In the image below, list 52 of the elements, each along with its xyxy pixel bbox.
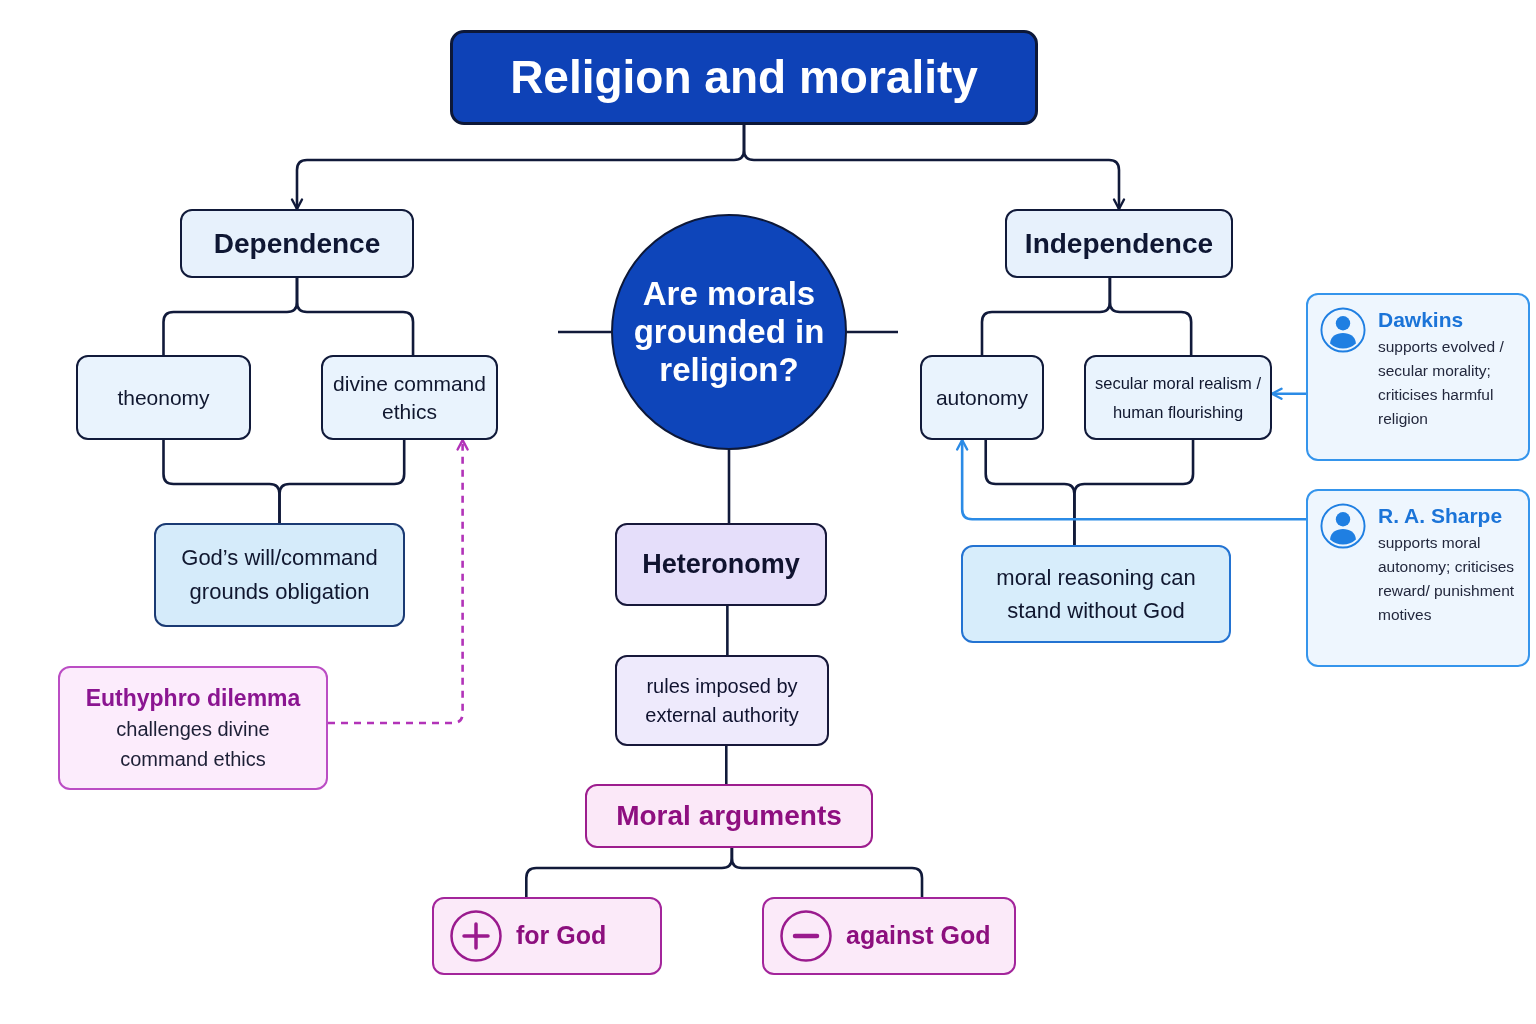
node-label: for God <box>516 920 607 952</box>
concept-box <box>76 355 251 440</box>
category-box <box>585 784 873 848</box>
node-label: Moral arguments <box>616 799 842 833</box>
topic-banner <box>450 30 1038 125</box>
summary-box <box>961 545 1231 643</box>
summary-box <box>154 523 405 627</box>
connector-arrow <box>955 438 1306 521</box>
argument-box <box>432 897 662 975</box>
category-box <box>180 209 414 278</box>
node-label: theonomy <box>117 384 210 411</box>
node-label: autonomy <box>935 384 1029 411</box>
connector-line <box>295 278 415 355</box>
connector-line <box>730 848 924 897</box>
connector-line <box>725 746 728 784</box>
node-title: Dawkins <box>1378 307 1465 333</box>
node-text: supports moral autonomy; criticises reward/ punishment motives <box>1378 533 1516 625</box>
node-label: divine command ethics <box>332 370 487 425</box>
concept-box <box>615 655 829 746</box>
thinker-card <box>1306 293 1530 461</box>
node-text: supports evolved / secular morality; criticises harmful religion <box>1378 337 1505 429</box>
node-text: challenges divine command ethics <box>115 717 271 772</box>
connector-arrow <box>328 438 469 725</box>
critique-card <box>58 666 328 790</box>
connector-line <box>278 440 406 523</box>
node-title: R. A. Sharpe <box>1378 503 1504 529</box>
node-label: Heteronomy <box>642 548 800 582</box>
node-label: Independence <box>1024 226 1214 261</box>
node-label: Dependence <box>213 226 381 261</box>
node-label: God’s will/command grounds obligation <box>180 544 379 606</box>
node-label: rules imposed by external authority <box>644 673 800 728</box>
thinker-card <box>1306 489 1530 667</box>
concept-box <box>920 355 1044 440</box>
node-label: Religion and morality <box>510 50 978 105</box>
category-box <box>615 523 827 606</box>
connector-line <box>726 606 729 655</box>
argument-box <box>762 897 1016 975</box>
connector-line <box>727 450 731 523</box>
node-label: moral reasoning can stand without God <box>995 564 1197 625</box>
category-box <box>1005 209 1233 278</box>
connector-line <box>847 330 898 334</box>
connector-line <box>1108 278 1193 355</box>
connector-line <box>1073 440 1195 545</box>
concept-box <box>1084 355 1272 440</box>
connector-arrow <box>742 125 1126 211</box>
connector-line <box>558 330 611 334</box>
node-label: Are morals grounded in religion? <box>632 275 826 389</box>
node-label: secular moral realism / human flourishing <box>1094 372 1262 423</box>
node-title: Euthyphro dilemma <box>85 684 301 713</box>
concept-box <box>321 355 498 440</box>
node-label: against God <box>846 920 991 952</box>
connector-arrow <box>1270 387 1306 400</box>
